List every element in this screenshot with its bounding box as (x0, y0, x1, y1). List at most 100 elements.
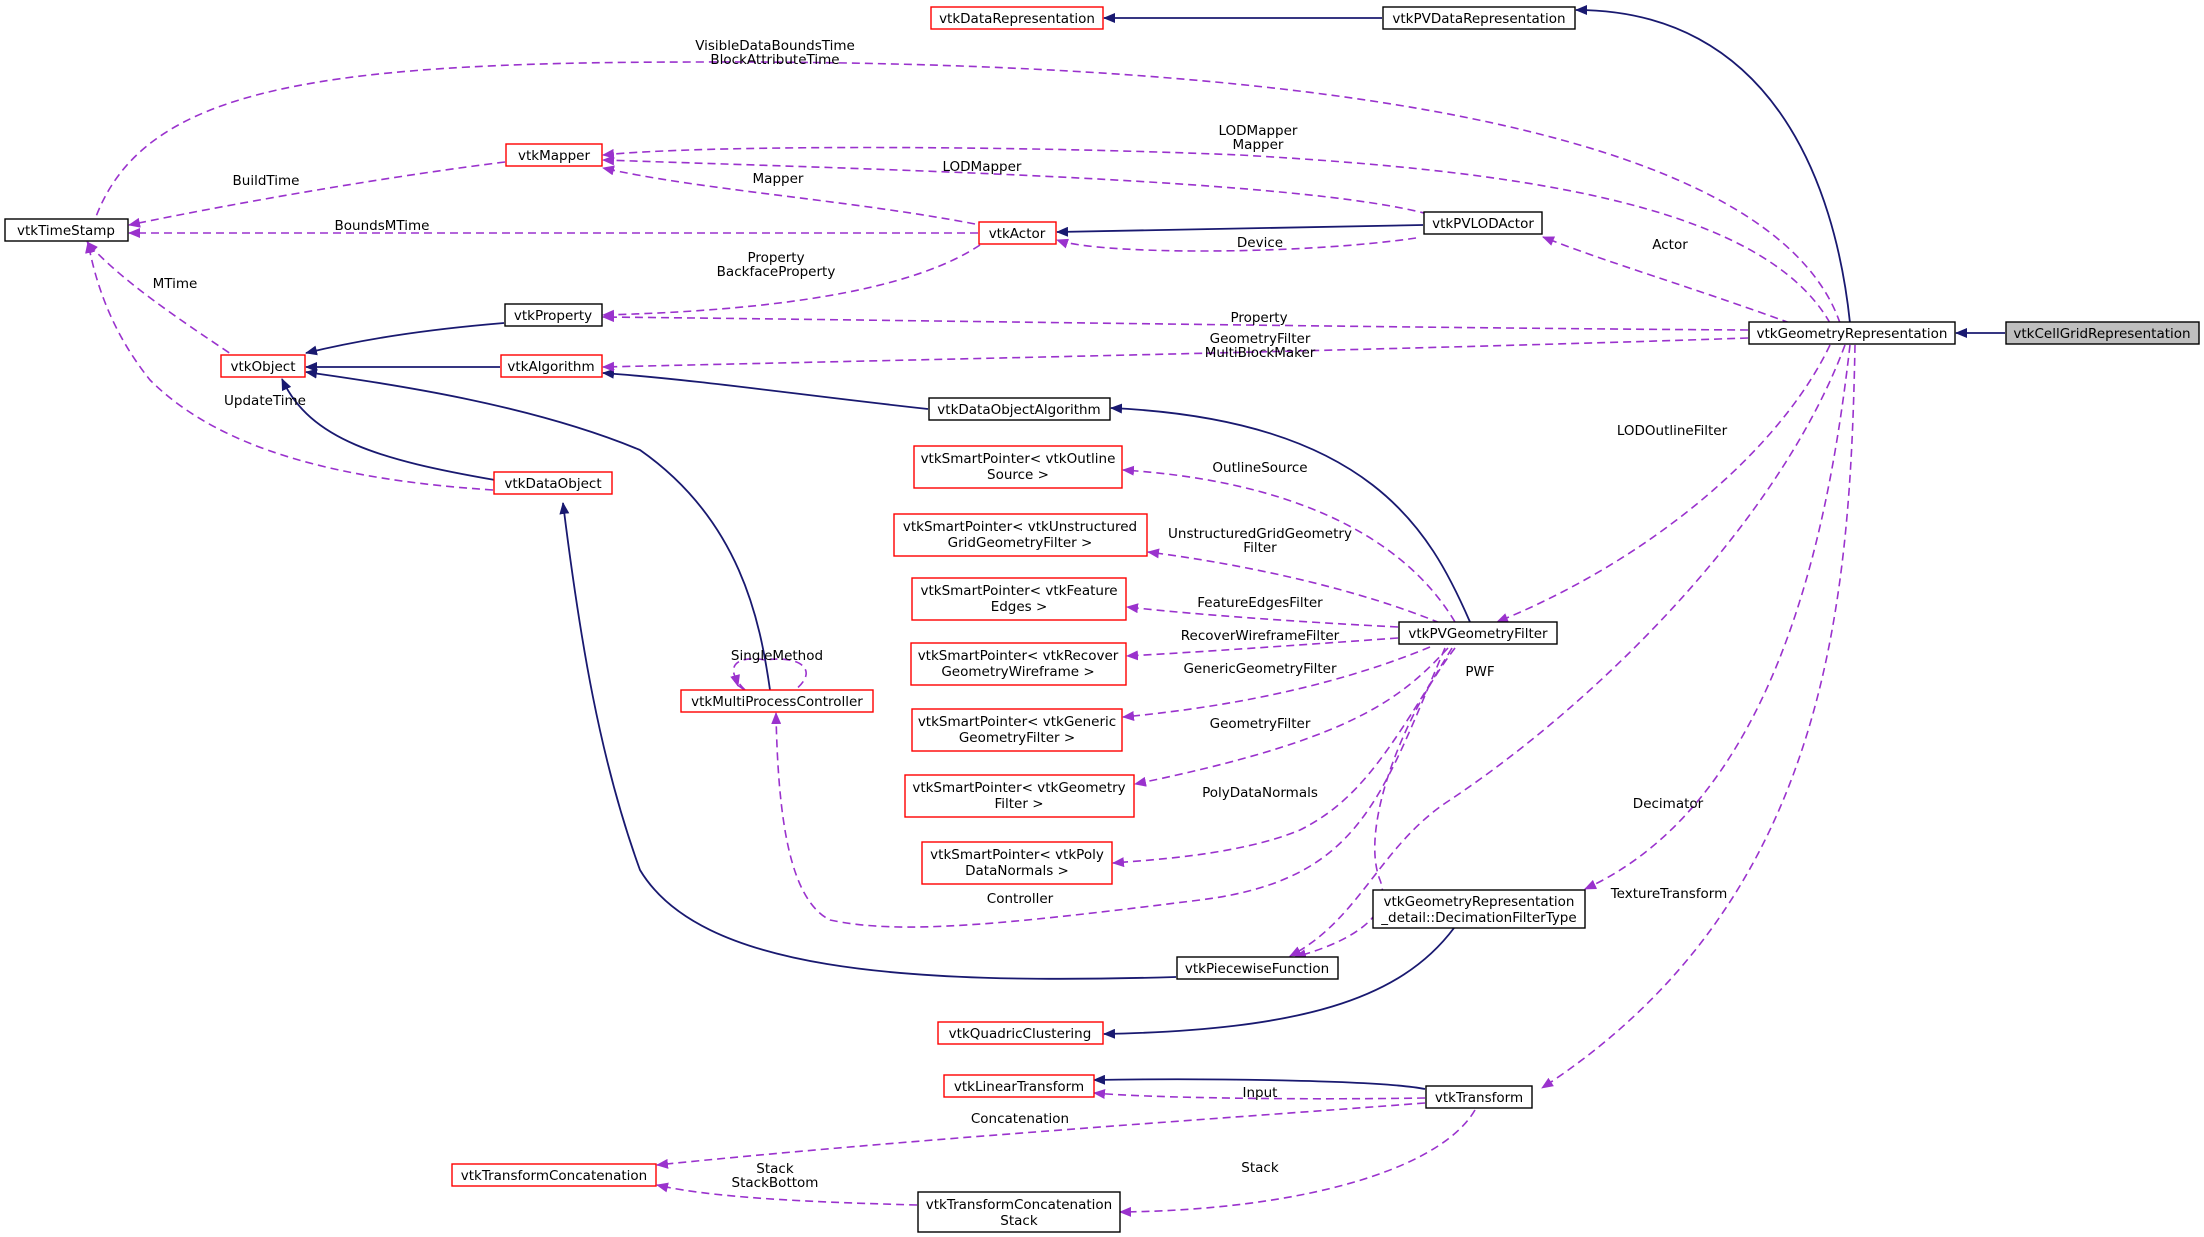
node-sp-feature[interactable]: vtkSmartPointer< vtkFeature Edges > (911, 577, 1127, 621)
node-vtkQuadricClustering[interactable]: vtkQuadricClustering (937, 1021, 1104, 1045)
edge-geometryrep-to-pvlodactor (1542, 236, 1791, 324)
svg-text:vtkTransformConcatenation: vtkTransformConcatenation (926, 1197, 1112, 1213)
node-vtkAlgorithm[interactable]: vtkAlgorithm (500, 354, 603, 378)
label-geometryfilter: GeometryFilter (1210, 716, 1311, 732)
edge-transform-to-lineartransform-input (1093, 1088, 1426, 1100)
node-vtkMultiProcessController[interactable]: vtkMultiProcessController (680, 689, 874, 713)
node-vtkPVLODActor[interactable]: vtkPVLODActor (1423, 211, 1543, 235)
edge-geometryrep-to-piecewise (1289, 344, 1846, 957)
edge-mapper-to-timestamp (128, 161, 506, 228)
node-vtkDataObjectAlgorithm[interactable]: vtkDataObjectAlgorithm (928, 397, 1111, 421)
edge-object-to-timestamp-mtime (86, 241, 241, 361)
label-recover: RecoverWireframeFilter (1181, 628, 1340, 644)
node-vtkPiecewiseFunction[interactable]: vtkPiecewiseFunction (1176, 956, 1339, 980)
label-controller: Controller (987, 891, 1054, 907)
edge-geometryrep-to-decimation (1584, 344, 1851, 890)
node-sp-poly[interactable]: vtkSmartPointer< vtkPoly DataNormals > (921, 841, 1113, 885)
label-lodmapper-mapper-2: Mapper (1233, 137, 1284, 153)
svg-text:vtkMultiProcessController: vtkMultiProcessController (691, 694, 863, 710)
node-sp-generic[interactable]: vtkSmartPointer< vtkGeneric GeometryFilt… (911, 708, 1123, 752)
label-property-backface-2: BackfaceProperty (717, 264, 836, 280)
edge-transform-to-lineartransform (1093, 1074, 1426, 1090)
svg-text:vtkDataObject: vtkDataObject (504, 476, 601, 492)
svg-text:vtkSmartPointer< vtkPoly: vtkSmartPointer< vtkPoly (930, 847, 1104, 863)
svg-text:Source >: Source > (987, 467, 1049, 483)
edge-geometryrep-to-transform (1541, 344, 1856, 1089)
node-sp-outline[interactable]: vtkSmartPointer< vtkOutline Source > (913, 445, 1123, 489)
nodes: vtkCellGridRepresentation vtkGeometryRep… (4, 6, 2200, 1233)
svg-text:vtkDataObjectAlgorithm: vtkDataObjectAlgorithm (937, 402, 1100, 418)
node-vtkDataObject[interactable]: vtkDataObject (493, 471, 613, 495)
edge-transform-to-concatenation (656, 1102, 1426, 1169)
edge-tcstack-to-concatenation (656, 1182, 918, 1206)
node-vtkActor[interactable]: vtkActor (978, 221, 1057, 245)
edge-pvgeomfilter-to-poly (1112, 647, 1453, 868)
edge-pvgeomfilter-to-feature (1126, 603, 1399, 628)
edge-pvgeomfilter-to-piecewise (1294, 647, 1456, 959)
label-generic: GenericGeometryFilter (1183, 661, 1337, 677)
svg-text:vtkSmartPointer< vtkGeneric: vtkSmartPointer< vtkGeneric (918, 714, 1116, 730)
svg-text:vtkTransform: vtkTransform (1435, 1090, 1523, 1106)
label-lodmapper-mapper-1: LODMapper (1219, 123, 1298, 139)
edge-geometryrep-to-timestamp (88, 61, 1841, 324)
label-visible-data-2: BlockAttributeTime (710, 52, 839, 68)
label-visible-data-1: VisibleDataBoundsTime (695, 38, 855, 54)
label-buildtime: BuildTime (233, 173, 300, 189)
node-vtkGeometryRepresentation[interactable]: vtkGeometryRepresentation (1748, 321, 1956, 345)
edge-labels: VisibleDataBoundsTime BlockAttributeTime… (153, 38, 1728, 1191)
edge-pvgeomfilter-to-generic (1122, 646, 1431, 721)
node-sp-geometry[interactable]: vtkSmartPointer< vtkGeometry Filter > (904, 774, 1135, 818)
label-unstructured-2: Filter (1243, 540, 1277, 556)
node-vtkTimeStamp[interactable]: vtkTimeStamp (4, 218, 129, 242)
node-vtkTransformConcatenation[interactable]: vtkTransformConcatenation (451, 1163, 657, 1187)
edge-dataobject-to-object (281, 378, 496, 481)
label-featureedges: FeatureEdgesFilter (1197, 595, 1323, 611)
edge-pvlodactor-to-mapper (602, 155, 1429, 215)
label-input: Input (1243, 1085, 1278, 1101)
svg-text:vtkAlgorithm: vtkAlgorithm (507, 359, 594, 375)
svg-text:Stack: Stack (1000, 1213, 1038, 1229)
node-vtkLinearTransform[interactable]: vtkLinearTransform (943, 1074, 1095, 1098)
node-vtkTransform[interactable]: vtkTransform (1425, 1085, 1533, 1109)
label-actor: Actor (1652, 237, 1688, 253)
svg-text:vtkSmartPointer< vtkUnstructur: vtkSmartPointer< vtkUnstructured (903, 519, 1137, 535)
label-stack: Stack (1241, 1160, 1279, 1176)
svg-text:Filter >: Filter > (994, 796, 1043, 812)
node-vtkPVGeometryFilter[interactable]: vtkPVGeometryFilter (1398, 621, 1558, 645)
svg-text:vtkQuadricClustering: vtkQuadricClustering (949, 1026, 1092, 1042)
label-property: Property (1230, 310, 1287, 326)
edge-actor-to-mapper (602, 165, 976, 225)
node-vtkMapper[interactable]: vtkMapper (505, 143, 603, 167)
label-updatetime: UpdateTime (224, 393, 306, 409)
node-tcstack[interactable]: vtkTransformConcatenation Stack (917, 1191, 1121, 1233)
node-vtkDataRepresentation[interactable]: vtkDataRepresentation (930, 6, 1104, 30)
node-vtkPVDataRepresentation[interactable]: vtkPVDataRepresentation (1382, 6, 1576, 30)
svg-text:GeometryFilter >: GeometryFilter > (959, 730, 1075, 746)
edge-transform-to-tcstack (1119, 1109, 1476, 1217)
svg-text:vtkObject: vtkObject (230, 359, 295, 375)
edge-pvgeomfilter-to-recover (1126, 637, 1399, 661)
label-stack-bottom-1: Stack (756, 1161, 794, 1177)
edge-decimation-to-quadric (1103, 927, 1455, 1039)
svg-text:vtkCellGridRepresentation: vtkCellGridRepresentation (2013, 326, 2190, 342)
label-stack-bottom-2: StackBottom (732, 1175, 819, 1191)
edge-geometryrep-to-pvgeomfilter (1496, 344, 1831, 623)
label-geometryfilter-multiblock-1: GeometryFilter (1210, 331, 1311, 347)
node-sp-recover[interactable]: vtkSmartPointer< vtkRecover GeometryWire… (910, 642, 1127, 686)
node-decimation[interactable]: vtkGeometryRepresentation _detail::Decim… (1372, 889, 1586, 929)
label-property-backface-1: Property (747, 250, 804, 266)
node-vtkObject[interactable]: vtkObject (220, 354, 306, 378)
node-sp-unstructured[interactable]: vtkSmartPointer< vtkUnstructured GridGeo… (893, 513, 1148, 557)
edge-mpc-self-singlemethod (734, 658, 807, 690)
label-lodmapper: LODMapper (943, 159, 1022, 175)
node-vtkProperty[interactable]: vtkProperty (504, 303, 603, 327)
svg-text:GeometryWireframe >: GeometryWireframe > (941, 664, 1094, 680)
edge-dataobject-to-timestamp-updatetime (85, 241, 494, 491)
edge-geometryrep-to-mapper (602, 146, 1831, 324)
edge-pvgeomfilter-to-unstructured (1147, 548, 1441, 624)
edge-property-to-object (305, 322, 505, 356)
svg-text:vtkGeometryRepresentation: vtkGeometryRepresentation (1384, 894, 1575, 910)
edge-dataobjectalgo-to-algorithm (602, 368, 929, 410)
svg-text:vtkTransformConcatenation: vtkTransformConcatenation (461, 1168, 647, 1184)
